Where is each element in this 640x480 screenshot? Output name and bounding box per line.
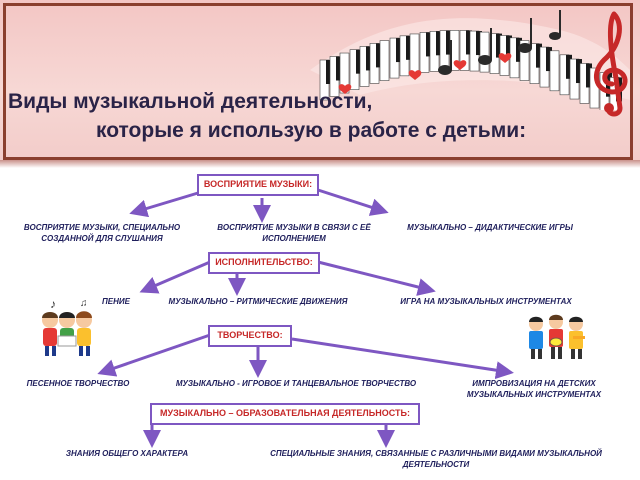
education-box: МУЗЫКАЛЬНО – ОБРАЗОВАТЕЛЬНАЯ ДЕЯТЕЛЬНОСТ… bbox=[150, 403, 420, 425]
education-leaf-special: СПЕЦИАЛЬНЫЕ ЗНАНИЯ, СВЯЗАННЫЕ С РАЗЛИЧНЫ… bbox=[270, 449, 602, 469]
perception-box: ВОСПРИЯТИЕ МУЗЫКИ: bbox=[197, 174, 319, 196]
svg-text:♫: ♫ bbox=[80, 298, 88, 309]
education-leaf-general: ЗНАНИЯ ОБЩЕГО ХАРАКТЕРА bbox=[65, 449, 189, 458]
perception-leaf-performance: ВОСПРИЯТИЕ МУЗЫКИ В СВЯЗИ С ЕЁ ИСПОЛНЕНИ… bbox=[217, 223, 371, 243]
creativity-leaf-improvisation: ИМПРОВИЗАЦИЯ НА ДЕТСКИХ МУЗЫКАЛЬНЫХ ИНСТ… bbox=[466, 379, 602, 399]
treble-clef-icon bbox=[594, 11, 628, 117]
performance-box: ИСПОЛНИТЕЛЬСТВО: bbox=[208, 252, 320, 274]
banner-frame bbox=[3, 3, 633, 160]
performance-leaf-singing: ПЕНИЕ bbox=[102, 297, 130, 306]
perception-leaf-listening: ВОСПРИЯТИЕ МУЗЫКИ, СПЕЦИАЛЬНО СОЗДАННОЙ … bbox=[23, 223, 181, 243]
banner-shadow bbox=[0, 160, 640, 168]
creativity-box: ТВОРЧЕСТВО: bbox=[208, 325, 292, 347]
creativity-leaf-songs: ПЕСЕННОЕ ТВОРЧЕСТВО bbox=[26, 379, 130, 388]
band-children-icon bbox=[529, 314, 585, 359]
singing-children-icon: ♪ ♫ bbox=[42, 297, 92, 356]
performance-leaf-instruments: ИГРА НА МУЗЫКАЛЬНЫХ ИНСТРУМЕНТАХ bbox=[400, 297, 572, 306]
slide-title-line-1: Виды музыкальной деятельности, bbox=[8, 90, 373, 113]
performance-leaf-rhythmic: МУЗЫКАЛЬНО – РИТМИЧЕСКИЕ ДВИЖЕНИЯ bbox=[168, 297, 348, 306]
svg-text:♪: ♪ bbox=[50, 297, 56, 311]
perception-leaf-didactic-games: МУЗЫКАЛЬНО – ДИДАКТИЧЕСКИЕ ИГРЫ bbox=[407, 223, 573, 232]
slide-title-line-2: которые я использую в работе с детьми: bbox=[96, 119, 527, 142]
creativity-leaf-dance: МУЗЫКАЛЬНО - ИГРОВОЕ И ТАНЦЕВАЛЬНОЕ ТВОР… bbox=[175, 379, 417, 388]
